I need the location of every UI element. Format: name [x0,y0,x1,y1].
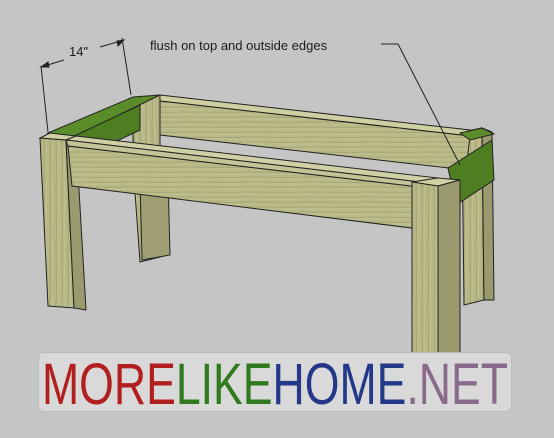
logo-more: MORE [42,352,176,412]
dimension-label: 14" [69,44,89,59]
site-logo: MORELIKEHOME.NET [42,352,508,412]
logo-like: LIKE [176,352,273,412]
logo-home: HOME [273,352,407,412]
logo-net: .NET [406,352,508,412]
svg-text:MORELIKEHOME.NET: MORELIKEHOME.NET [42,352,508,412]
dimension-14in [39,37,132,133]
logo-banner: MORELIKEHOME.NET [38,352,512,412]
annotation-text: flush on top and outside edges [150,38,328,53]
annotation-leader [381,43,461,166]
